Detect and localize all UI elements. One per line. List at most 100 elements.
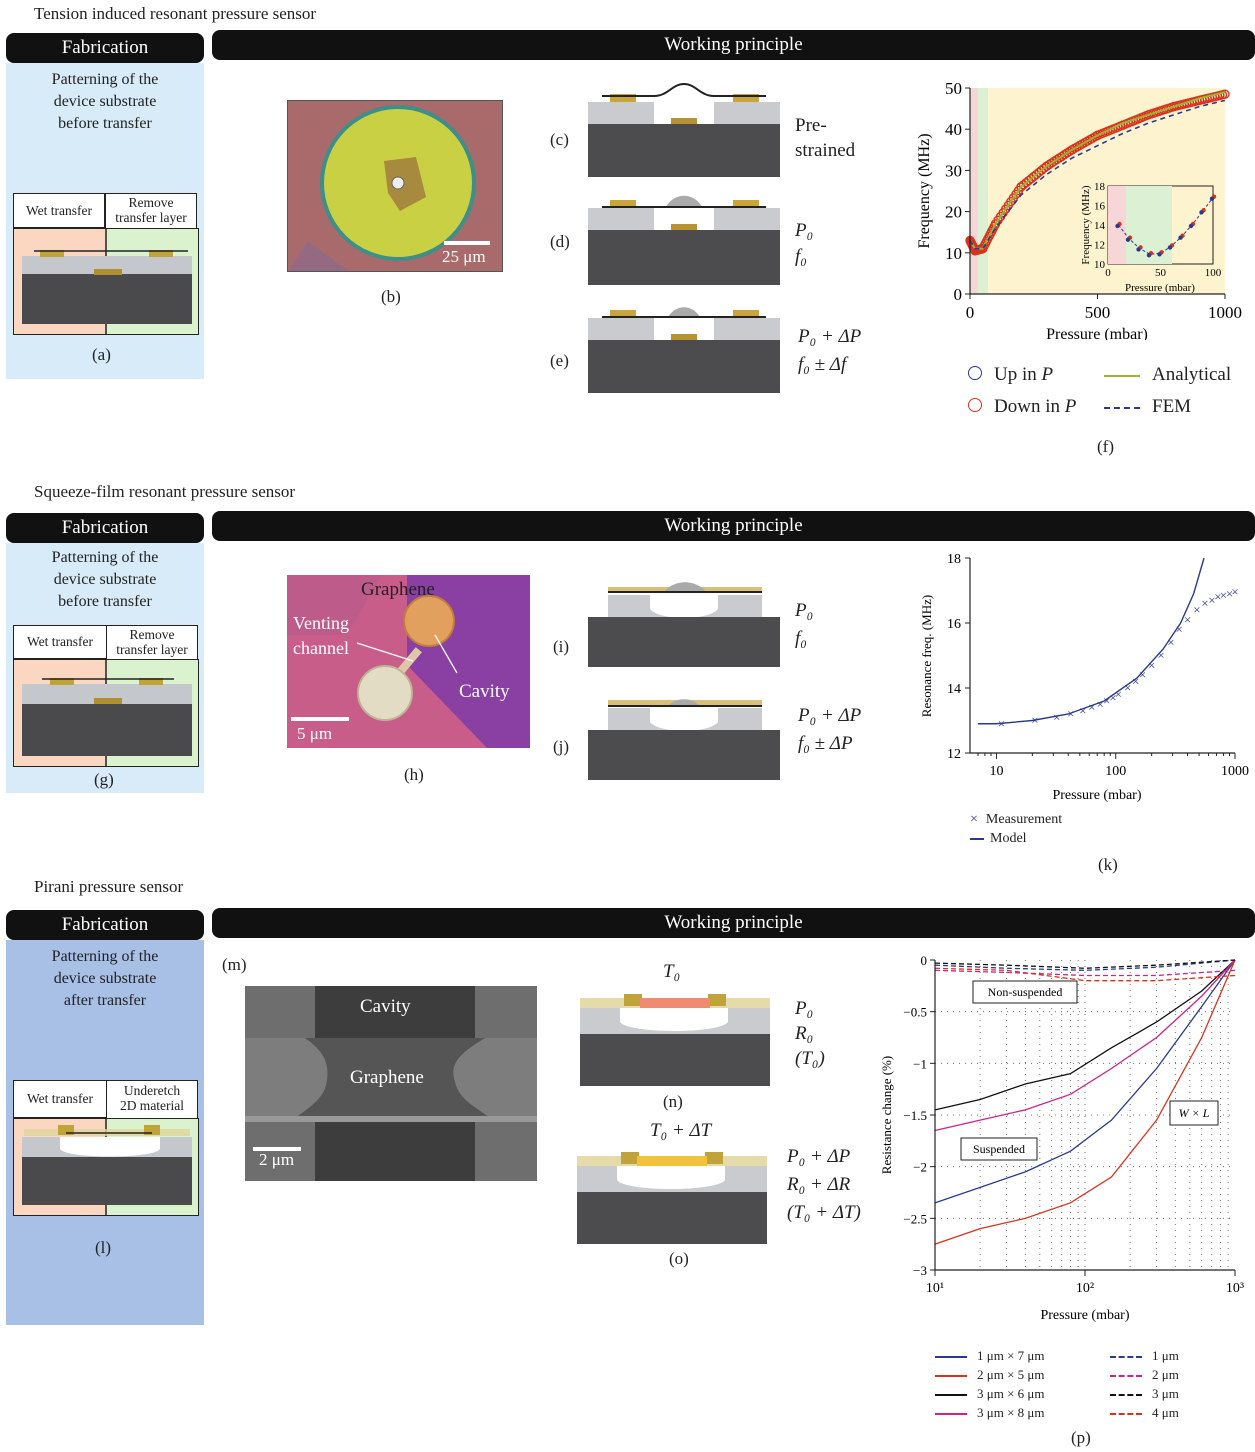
step-wet-transfer-l: Wet transfer [13, 1080, 107, 1118]
f-ytick-label: 30 [945, 161, 962, 180]
k-measurement-point: × [1201, 596, 1208, 611]
f-inset-xlabel: Pressure (mbar) [1125, 282, 1195, 294]
label-d: (d) [550, 232, 570, 251]
n-top: T₀ [663, 961, 681, 982]
f-ytick-label: 10 [945, 244, 962, 263]
schematic-d [588, 190, 780, 285]
legend-up: Up in P [994, 364, 1054, 385]
fab-g-text1: Patterning of the [51, 549, 159, 566]
p-ytick-label: −0.5 [903, 1005, 927, 1020]
f-ylabel: Frequency (MHz) [916, 133, 933, 248]
k-measurement-point: × [1053, 709, 1060, 724]
k-xtick-label: 100 [1105, 764, 1126, 779]
process-schematic-g [13, 659, 199, 767]
legend-p: 1 μm × 7 μm 2 μm × 5 μm 3 μm × 6 μm 3 μm × … [935, 1348, 1255, 1426]
fabrication-panel-g: Patterning of the device substrate befor… [6, 543, 204, 793]
legend-p-item: 3 μm × 6 μm [935, 1386, 1045, 1402]
f-inset-ytick: 10 [1094, 259, 1106, 271]
schematic-e [588, 298, 780, 393]
k-ytick-label: 14 [947, 682, 961, 697]
k-measurement-point: × [1220, 587, 1227, 602]
f-inset-xtick: 0 [1105, 267, 1111, 279]
schematic-j [588, 688, 780, 780]
k-ytick-label: 12 [947, 747, 961, 762]
f-inset-ytick: 12 [1094, 240, 1105, 252]
fab-a-text1: Patterning of the [51, 71, 159, 88]
p-wxl: W × L [1179, 1106, 1210, 1120]
legend-analytical: Analytical [1152, 364, 1232, 385]
k-measurement-point: × [1079, 703, 1086, 718]
label-c: (c) [550, 130, 569, 149]
legend-p-label: 3 μm [1152, 1386, 1179, 1401]
micrograph-b: 25 μm [287, 100, 503, 272]
step-wet-transfer-g: Wet transfer [13, 625, 107, 659]
f-inset-point-blue [1188, 223, 1194, 229]
f-xtick-label: 500 [1085, 303, 1111, 322]
p-line [934, 959, 1236, 1132]
k-measurement-point: × [1208, 592, 1215, 607]
legend-p-label: 1 μm × 7 μm [977, 1348, 1045, 1363]
fab-g-text2: device substrate [53, 571, 157, 588]
label-f: (f) [1097, 437, 1114, 456]
legend-p-item: 3 μm [1110, 1386, 1179, 1402]
p-ytick-label: −2 [913, 1160, 927, 1175]
f-inset-point-blue [1115, 223, 1120, 229]
fabrication-bar-1: Fabrication [6, 33, 204, 63]
k-ylabel: Resonance freq. (MHz) [919, 595, 934, 717]
section-title-tension: Tension induced resonant pressure sensor [34, 4, 317, 23]
k-measurement-point: × [1193, 602, 1200, 617]
legend-p-label: 2 μm × 5 μm [977, 1367, 1045, 1382]
p-xtick-label: 10¹ [926, 1281, 944, 1296]
k-measurement-point: × [1231, 584, 1238, 599]
k-measurement-point: × [1115, 687, 1122, 702]
p-xtick-label: 10³ [1226, 1281, 1244, 1296]
fab-a-text3: before transfer [58, 115, 152, 132]
k-measurement-point: × [1139, 667, 1146, 682]
schematic-c [588, 82, 780, 177]
legend-p-swatch [1110, 1375, 1142, 1378]
sem-image-m: Cavity Graphene 2 μm [245, 986, 537, 1181]
k-ytick-label: 16 [947, 617, 961, 632]
k-measurement-point: × [1175, 622, 1182, 637]
working-principle-bar-1: Working principle [212, 30, 1255, 60]
fabrication-bar-3: Fabrication [6, 910, 204, 940]
fab-a-text2: device substrate [53, 93, 157, 110]
section-title-pirani: Pirani pressure sensor [34, 877, 184, 896]
k-measurement-point: × [1031, 713, 1038, 728]
legend-p-item: 3 μm × 8 μm [935, 1405, 1045, 1421]
legend-p-swatch [935, 1413, 967, 1416]
scalebar-h: 5 μm [297, 724, 333, 743]
o-top: T₀ + ΔT [650, 1120, 712, 1141]
label-a: (a) [92, 345, 111, 364]
legend-p-label: 4 μm [1152, 1405, 1179, 1420]
label-h: (h) [404, 765, 424, 784]
label-p: (p) [1071, 1428, 1091, 1447]
legend-p-item: 2 μm [1110, 1367, 1179, 1383]
legend-p-label: 3 μm × 6 μm [977, 1386, 1045, 1401]
f-point-down [1064, 146, 1075, 157]
label-i: (i) [553, 637, 570, 656]
scalebar-b: 25 μm [442, 247, 486, 266]
k-measurement-point: × [1088, 700, 1095, 715]
scalebar-m: 2 μm [259, 1150, 295, 1169]
f-inset-point-blue [1209, 196, 1215, 201]
f-inset-point-blue [1199, 210, 1204, 215]
legend-p-label: 2 μm [1152, 1367, 1179, 1382]
label-e: (e) [550, 351, 569, 370]
fab-g-text3: before transfer [58, 593, 152, 610]
f-inset-point-blue [1146, 253, 1152, 258]
label-m: (m) [222, 955, 247, 974]
f-inset-point-blue [1136, 247, 1141, 252]
fab-l-text3: after transfer [63, 992, 147, 1009]
legend-down: Down in P [994, 396, 1077, 417]
legend-fem: FEM [1152, 396, 1192, 417]
f-ytick-label: 50 [945, 80, 962, 98]
